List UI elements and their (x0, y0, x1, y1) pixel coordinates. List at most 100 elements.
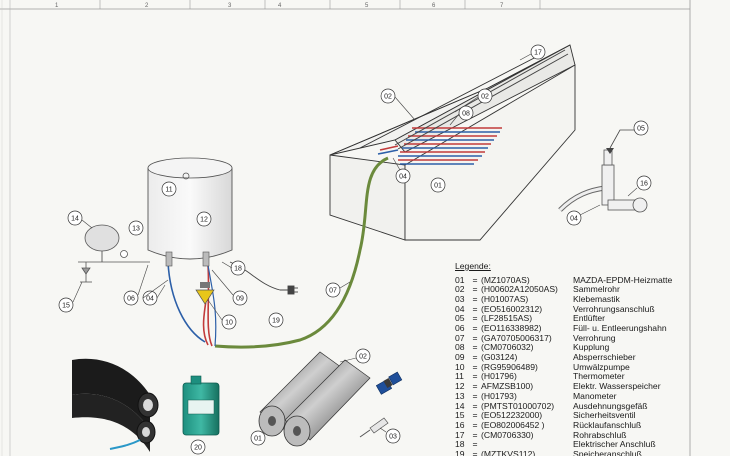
manometer-icon (120, 250, 128, 258)
legend-row: 03=(H01007AS)Klebemastik (455, 295, 725, 305)
legend-item-equals: = (472, 419, 478, 430)
callout-label-18: 18 (234, 266, 242, 273)
callout-04-detail (566, 210, 582, 226)
legend-item-code: (MZTKVS112) (481, 448, 536, 456)
legend-item-number: 17 (455, 429, 465, 440)
callout-20 (190, 439, 206, 455)
legend: Legende: 01=(MZ1070AS)MAZDA-EPDM-Heizmat… (455, 262, 725, 456)
legend-item-code: (CM0706032) (481, 342, 534, 353)
legend-row: 13=(H01793)Manometer (455, 392, 725, 402)
legend-item-equals: = (472, 323, 478, 334)
callout-label-02-top-right: 02 (481, 94, 489, 101)
frame-column-1: 1 (55, 3, 59, 9)
callout-label-10: 10 (225, 320, 233, 327)
legend-row: 17=(CM0706330)Rohrabschluß (455, 429, 725, 441)
legend-item-number: 03 (455, 293, 465, 304)
callout-label-13: 13 (132, 226, 140, 233)
callout-01-building (430, 177, 446, 193)
legend-item-equals: = (472, 332, 478, 343)
callout-05 (633, 120, 649, 136)
legend-item-description: Elektrischer Anschluß (573, 439, 656, 450)
thermometer-icon (182, 172, 190, 180)
legend-item-code: (H01796) (481, 371, 517, 382)
legend-item-equals: = (472, 448, 478, 456)
callout-15 (58, 297, 74, 313)
legend-item-number: 13 (455, 390, 465, 401)
legend-item-description: Sicherheitsventil (573, 410, 636, 421)
callout-label-08: 08 (462, 111, 470, 118)
legend-item-equals: = (472, 303, 478, 314)
callout-03-glue (385, 428, 401, 444)
legend-item-code: (RG95906489) (481, 361, 538, 372)
callout-10 (221, 314, 237, 330)
legend-item-description: Sammelrohr (573, 284, 620, 295)
callout-02-top-right (477, 88, 493, 104)
frame-column-5: 5 (365, 3, 369, 9)
legend-item-code: (GA70705006317) (481, 332, 552, 343)
legend-item-code: (EO512232000) (481, 410, 543, 421)
legend-item-number: 01 (455, 274, 465, 285)
callout-12 (196, 211, 212, 227)
callout-numbers: 01 02 02 02 03 04 04 04 05 06 07 08 09 1… (62, 50, 648, 452)
legend-row: 02=(H00602A12050AS)Sammelrohr (455, 285, 725, 295)
legend-item-code: (H00602A12050AS) (481, 284, 558, 295)
legend-item-equals: = (472, 342, 478, 353)
glue-tube (359, 417, 389, 438)
legend-item-description: Entlüfter (573, 313, 606, 324)
legend-row: 18=Elektrischer Anschluß (455, 440, 725, 450)
legend-item-number: 04 (455, 303, 465, 314)
callout-label-04-roof: 04 (399, 174, 407, 181)
legend-item-equals: = (472, 400, 478, 411)
legend-item-equals: = (472, 274, 478, 285)
callout-17 (530, 44, 546, 60)
legend-item-equals: = (472, 390, 478, 401)
legend-item-code: (EO116338982) (481, 323, 542, 334)
callout-label-19: 19 (272, 318, 280, 325)
callout-markers (58, 44, 652, 455)
callout-02-rolls (355, 348, 371, 364)
circulation-pump-icon (195, 282, 215, 305)
legend-item-description: Umwälzpumpe (573, 361, 630, 372)
callout-label-09: 09 (236, 296, 244, 303)
expansion-vessel (84, 224, 120, 262)
legend-item-code: (PMTST01000702) (481, 400, 555, 411)
legend-item-code: AFMZSB100) (481, 381, 534, 392)
legend-item-description: Füll- u. Entleerungshahn (573, 323, 667, 334)
legend-item-equals: = (472, 371, 478, 382)
legend-item-number: 08 (455, 342, 465, 353)
callout-label-01-rolls: 01 (254, 436, 262, 443)
frame-column-4: 4 (278, 3, 282, 9)
legend-item-number: 12 (455, 381, 465, 392)
frame-column-6: 6 (432, 3, 436, 9)
legend-item-equals: = (472, 293, 478, 304)
callout-04-roof (395, 168, 411, 184)
legend-row: 14=(PMTST01000702)Ausdehnungsgefäß (455, 400, 725, 412)
legend-item-equals: = (472, 429, 478, 440)
callout-label-02-rolls: 02 (359, 354, 367, 361)
return-connection-detail (558, 129, 648, 213)
legend-row: 01=(MZ1070AS)MAZDA-EPDM-Heizmatte (455, 274, 725, 286)
callout-02-top-left (380, 88, 396, 104)
callout-08 (458, 105, 474, 121)
legend-item-code: (G03124) (481, 352, 518, 363)
callout-16 (636, 175, 652, 191)
frame-column-3: 3 (228, 3, 232, 9)
coupling-fitting (375, 371, 403, 395)
callout-label-01-building: 01 (434, 183, 442, 190)
legend-item-description: Verrohrung (573, 332, 616, 343)
legend-item-number: 14 (455, 400, 465, 411)
legend-row: 07=(GA70705006317)Verrohrung (455, 334, 725, 344)
callout-label-14: 14 (71, 216, 79, 223)
frame-column-7: 7 (500, 3, 504, 9)
legend-row: 08=(CM0706032)Kupplung (455, 343, 725, 353)
legend-item-number: 06 (455, 323, 465, 334)
legend-title: Legende: (455, 261, 491, 271)
callout-label-04-detail: 04 (570, 216, 578, 223)
legend-item-number: 18 (455, 439, 465, 450)
legend-row: 11=(H01796)Thermometer (455, 372, 725, 382)
legend-item-number: 10 (455, 361, 465, 372)
heating-mat-pipes (377, 49, 569, 165)
callout-11 (161, 181, 177, 197)
